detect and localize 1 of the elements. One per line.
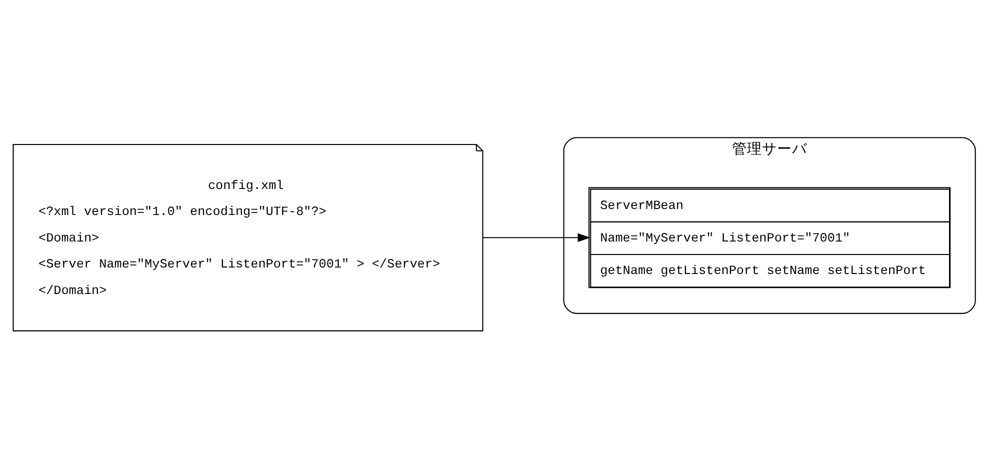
arrow xyxy=(482,233,590,242)
